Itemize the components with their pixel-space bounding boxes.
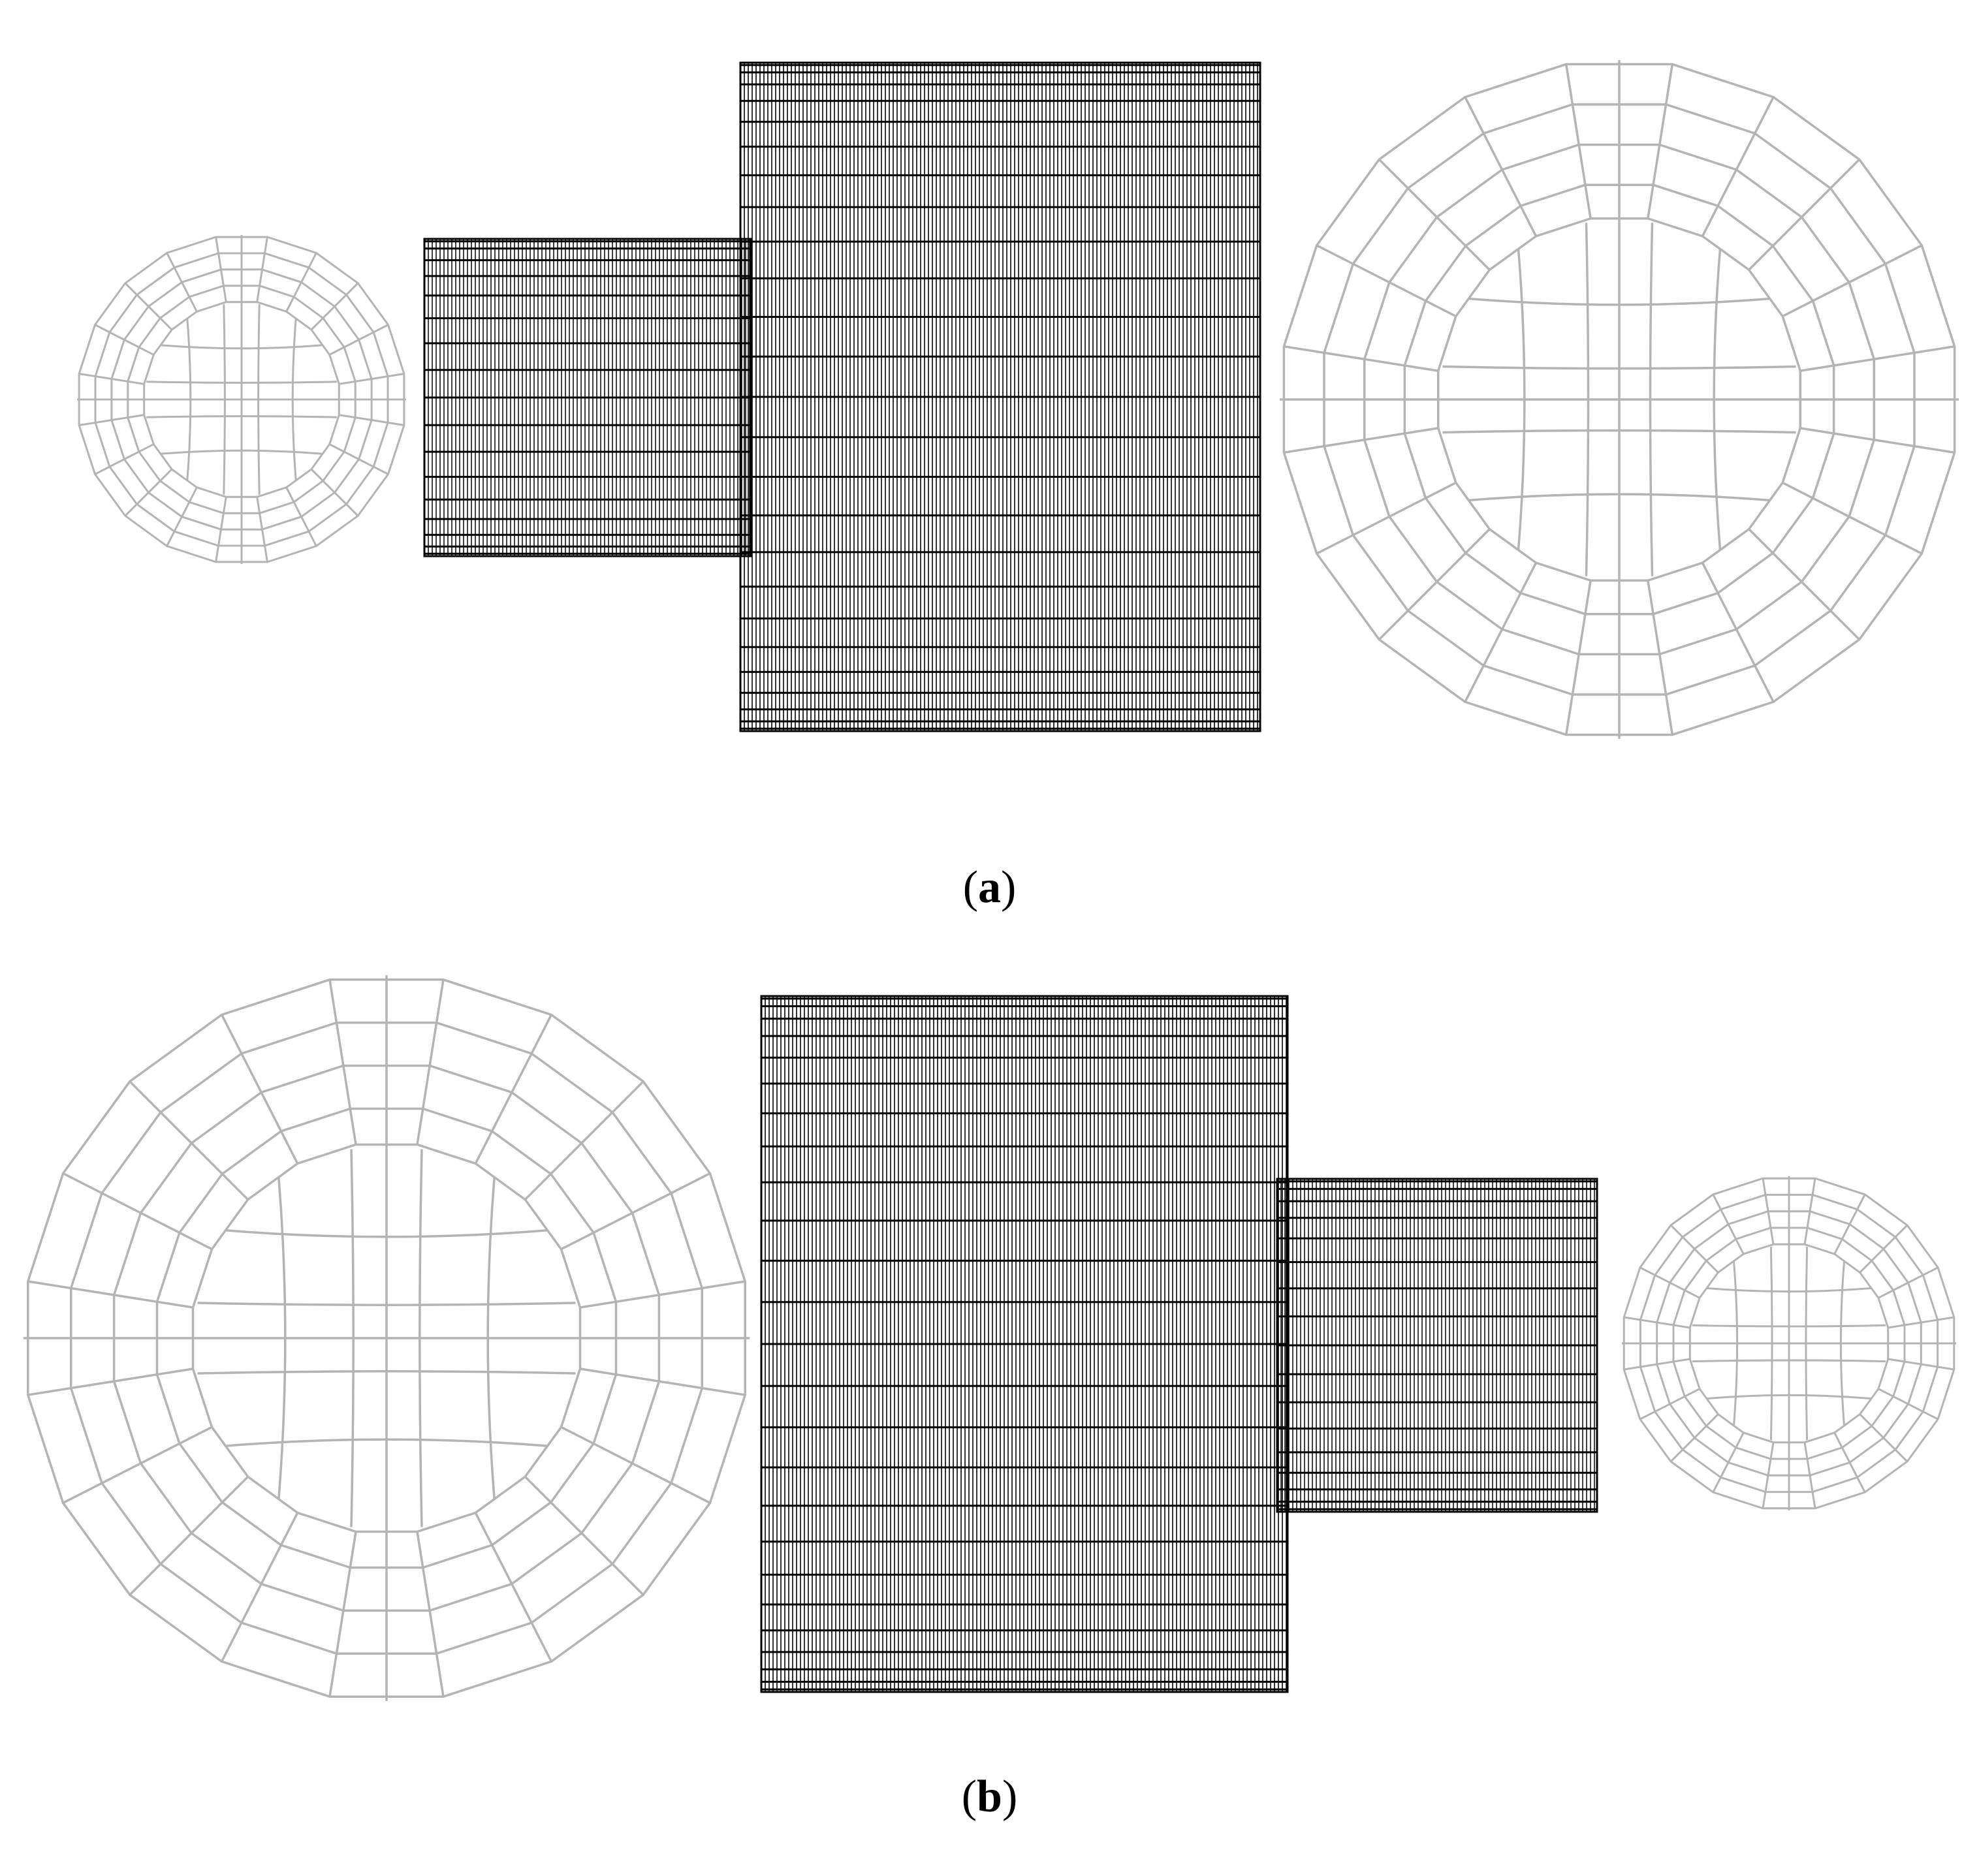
large-cylinder-b	[760, 995, 1289, 1693]
panel-b-mesh	[24, 975, 1956, 1701]
caption-b-letter: b	[977, 1772, 1002, 1822]
large-sphere-b	[24, 975, 750, 1701]
small-sphere-b	[1622, 1176, 1956, 1510]
small-cylinder-a	[423, 238, 752, 557]
caption-a: (a)	[0, 865, 1979, 911]
caption-b-close: )	[1002, 1772, 1018, 1822]
caption-b: (b)	[0, 1774, 1979, 1820]
large-sphere-a	[1280, 60, 1959, 739]
caption-a-letter: a	[978, 862, 1001, 913]
small-sphere-a	[77, 235, 406, 564]
caption-a-close: )	[1001, 862, 1017, 913]
caption-b-open: (	[961, 1772, 977, 1822]
small-cylinder-b	[1276, 1178, 1598, 1513]
panel-a-mesh	[77, 60, 1959, 739]
caption-a-open: (	[962, 862, 978, 913]
large-cylinder-a	[739, 61, 1261, 732]
